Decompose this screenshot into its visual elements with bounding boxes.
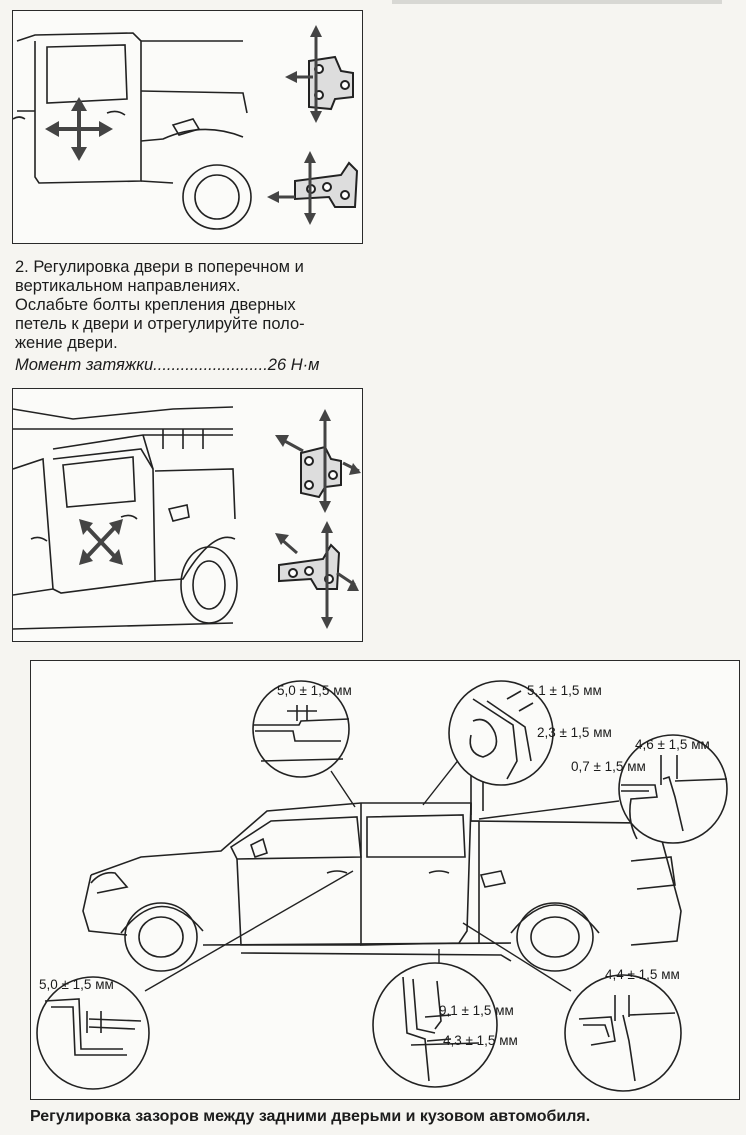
- gap-label-bottom-left: 5,0 ± 1,5 мм: [39, 977, 114, 992]
- gap-label-top-left: 5,0 ± 1,5 мм: [277, 683, 352, 698]
- top-right-scan-strip: [392, 0, 722, 4]
- gap-diagram: 5,0 ± 1,5 мм 5,1 ± 1,5 мм 2,3 ± 1,5 мм 4…: [36, 680, 728, 1092]
- figure-caption: Регулировка зазоров между задними дверьм…: [30, 1108, 591, 1125]
- step-line-2: вертикальном направлениях.: [15, 277, 241, 295]
- gap-label-top-right-1: 4,6 ± 1,5 мм: [635, 737, 710, 752]
- figure-gap-adjustment: 5,0 ± 1,5 мм 5,1 ± 1,5 мм 2,3 ± 1,5 мм 4…: [30, 660, 740, 1100]
- gap-label-bottom-right: 4,4 ± 1,5 мм: [605, 967, 680, 982]
- figure-door-adjustment-1: [12, 10, 363, 244]
- step-line-1: 2. Регулировка двери в поперечном и: [15, 258, 304, 276]
- door-hinge-illustration-1: [13, 25, 359, 230]
- step-line-3: Ослабьте болты крепления дверных: [15, 296, 296, 314]
- figure-door-adjustment-2: [12, 388, 363, 642]
- gap-label-bottom-mid-1: 9,1 ± 1,5 мм: [439, 1003, 514, 1018]
- step-2-instructions: 2. Регулировка двери в поперечном и верт…: [15, 258, 370, 353]
- gap-label-top-mid-1: 5,1 ± 1,5 мм: [527, 683, 602, 698]
- gap-label-top-right-2: 0,7 ± 1,5 мм: [571, 759, 646, 774]
- torque-value: 26 Н·м: [267, 356, 320, 374]
- gap-label-bottom-mid-2: 4,3 ± 1,5 мм: [443, 1033, 518, 1048]
- door-hinge-illustration-2: [13, 406, 361, 630]
- torque-spec: Момент затяжки.........................2…: [15, 356, 370, 375]
- torque-dots: .........................: [153, 356, 268, 374]
- gap-label-top-mid-2: 2,3 ± 1,5 мм: [537, 725, 612, 740]
- torque-label: Момент затяжки: [15, 356, 154, 374]
- step-line-5: жение двери.: [15, 334, 118, 352]
- step-line-4: петель к двери и отрегулируйте поло-: [15, 315, 305, 333]
